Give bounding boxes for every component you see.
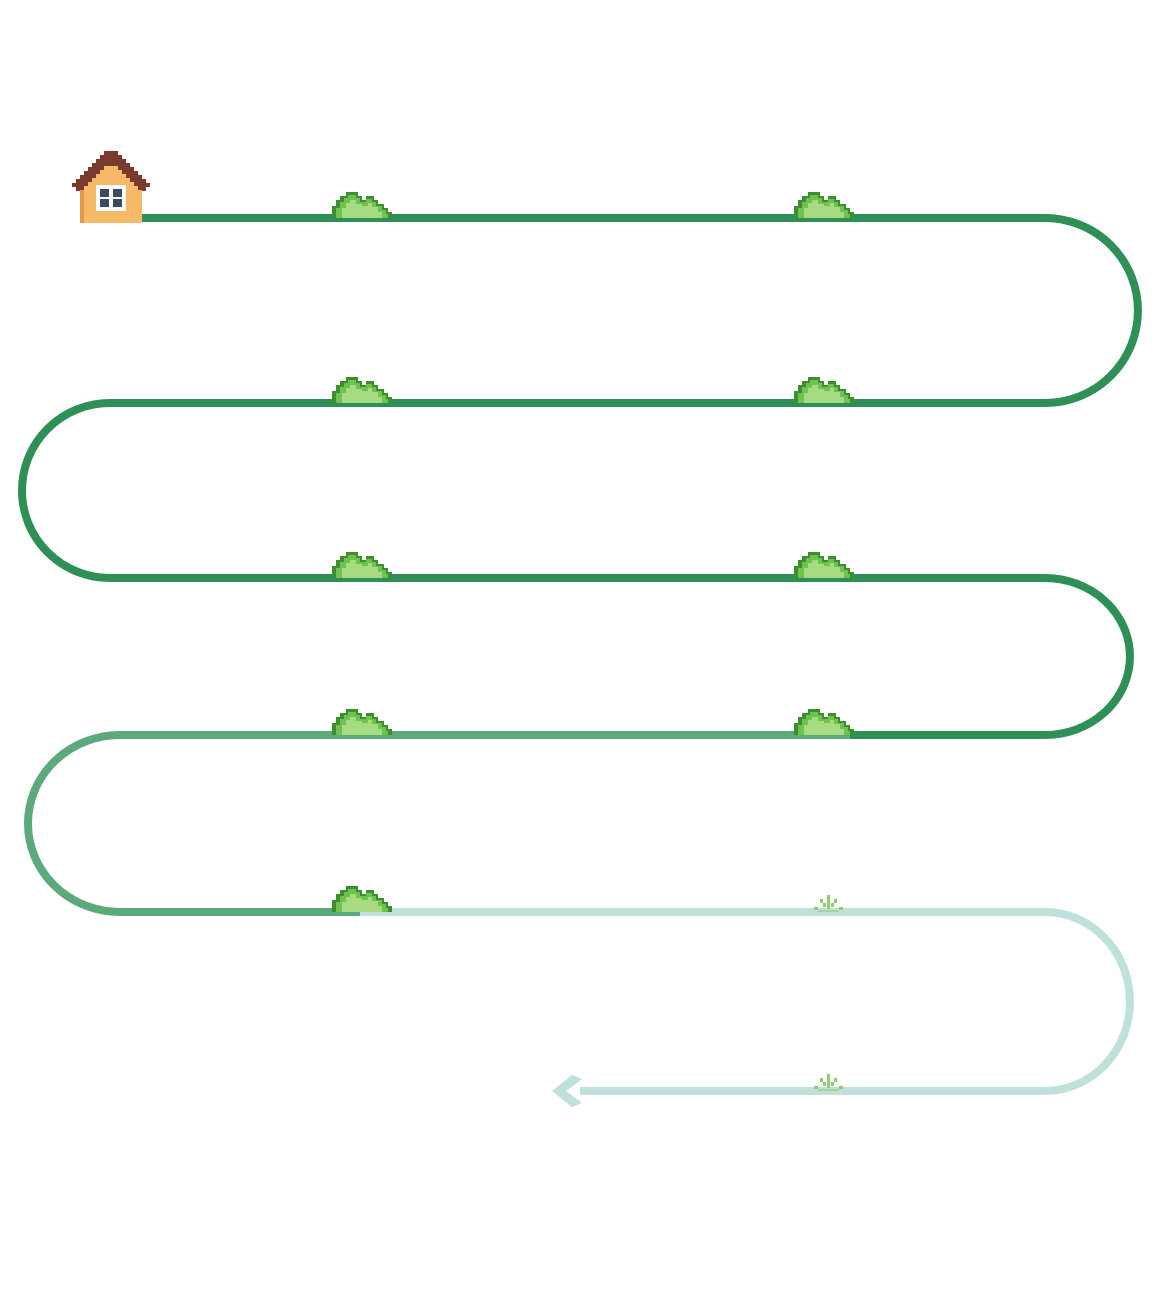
bush-icon[interactable]: [332, 377, 392, 403]
progress-path: [18, 214, 1142, 1095]
path-segment-done: [18, 214, 1142, 739]
house-icon[interactable]: [72, 151, 150, 223]
path-segment-locked: [360, 908, 1134, 1095]
bush-icon[interactable]: [794, 709, 854, 735]
bush-icon[interactable]: [332, 552, 392, 578]
bush-icon[interactable]: [794, 192, 854, 218]
stage-markers: [332, 192, 854, 1107]
bush-icon[interactable]: [332, 886, 392, 912]
bush-icon[interactable]: [332, 709, 392, 735]
path-segment-current: [24, 731, 850, 916]
bush-icon[interactable]: [332, 192, 392, 218]
bush-icon[interactable]: [794, 552, 854, 578]
arrow-left-icon: [552, 1075, 582, 1107]
bush-icon[interactable]: [794, 377, 854, 403]
